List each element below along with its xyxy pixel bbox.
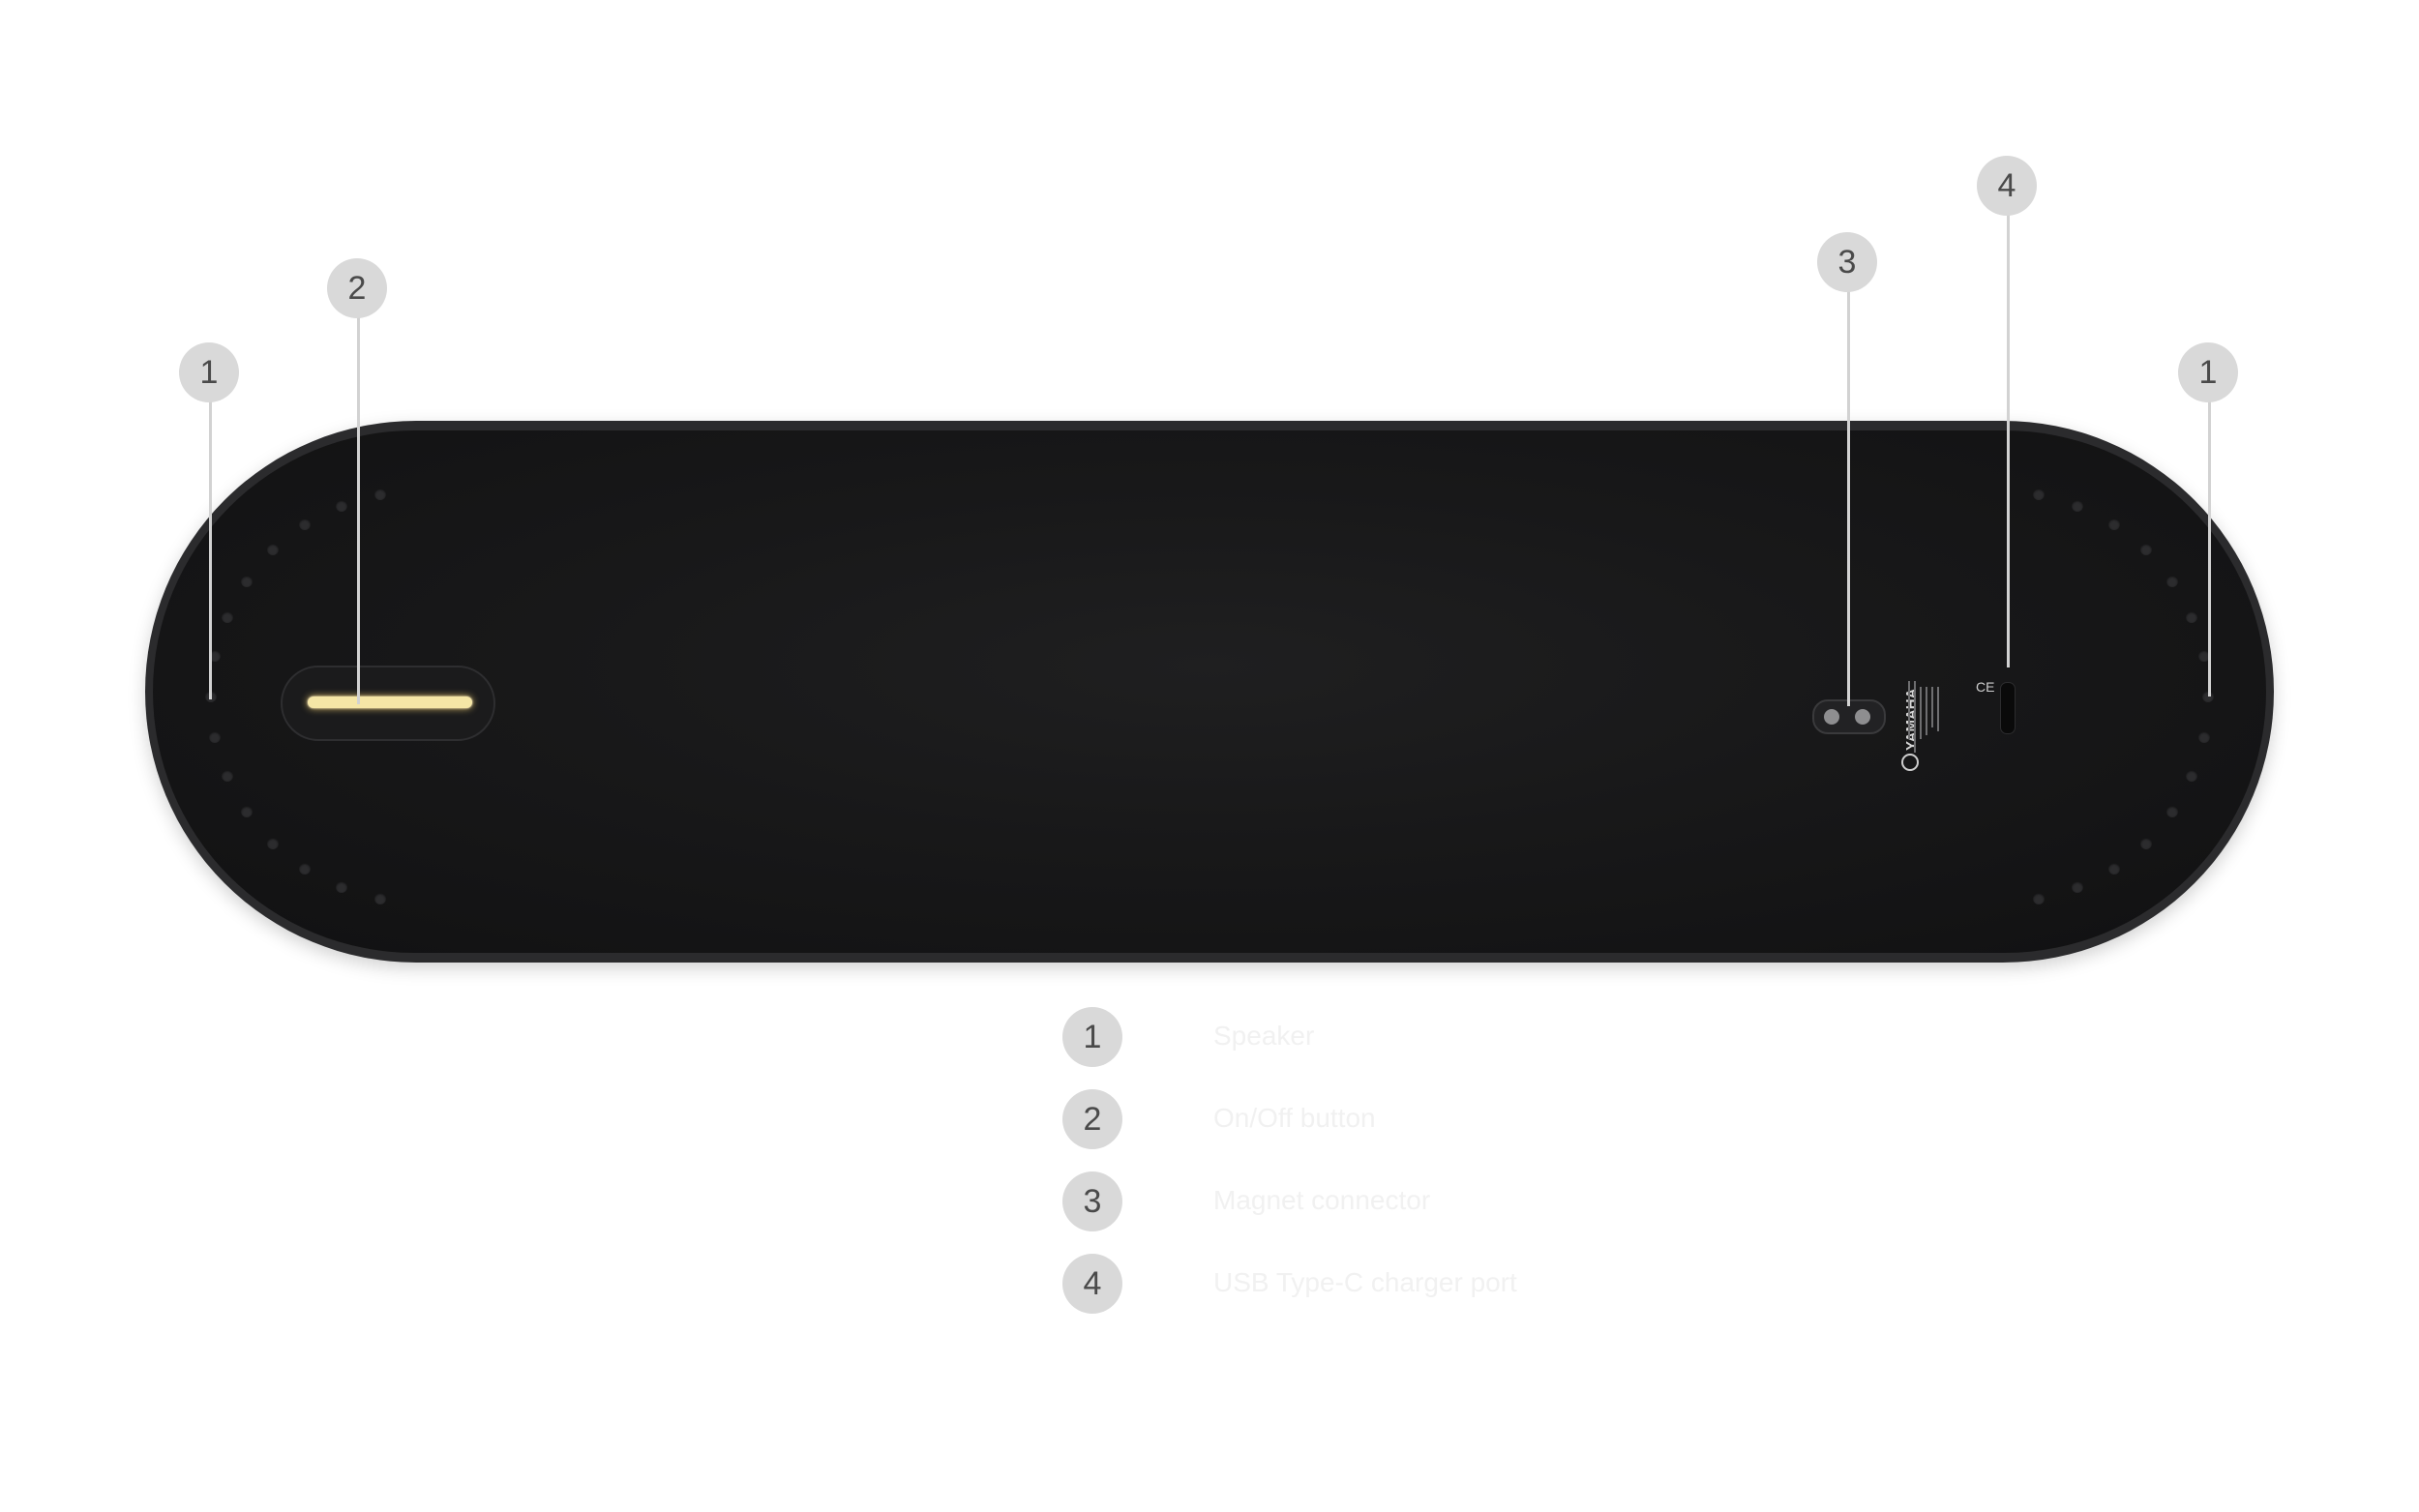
speaker-grille-dot [2186, 770, 2198, 783]
callout-line [2007, 215, 2010, 667]
speaker-grille-dot [2140, 544, 2153, 556]
callout-line [209, 401, 212, 699]
speaker-grille-dot [209, 649, 222, 662]
speaker-grille-dot [2166, 575, 2179, 587]
callout-on-off-button: 2 [327, 258, 387, 318]
speaker-grille-dot [335, 499, 347, 512]
speaker-grille-dot [209, 731, 222, 743]
callout-line [1847, 290, 1850, 706]
legend-number: 3 [1062, 1171, 1122, 1231]
ce-text: CE [1976, 679, 1994, 695]
speaker-grille-dot [240, 575, 253, 587]
speaker-grille-dot [374, 489, 387, 501]
callout-speaker-left: 1 [179, 342, 239, 402]
speaker-grille-dot [2108, 518, 2121, 530]
speaker-grille-dot [2032, 489, 2045, 501]
on-off-button [281, 666, 495, 741]
speaker-grille-dot [374, 892, 387, 904]
callout-speaker-right: 1 [2178, 342, 2238, 402]
speaker-grille-dot [2072, 499, 2084, 512]
speaker-grille-dot [2202, 691, 2214, 702]
speaker-grille-dot [2032, 892, 2045, 904]
speaker-grille-dot [298, 518, 311, 530]
legend-label: USB Type-C charger port [1213, 1267, 1517, 1297]
connector-pin [1824, 709, 1839, 725]
speaker-grille-dot [2166, 806, 2179, 818]
legend-number: 2 [1062, 1089, 1122, 1149]
legend-number: 1 [1062, 1007, 1122, 1067]
legend-label: On/Off button [1213, 1103, 1376, 1133]
legend-label: Magnet connector [1213, 1185, 1431, 1215]
speaker-grille-dot [266, 544, 279, 556]
speaker-grille-dot [2197, 731, 2210, 743]
power-indicator-light [308, 697, 472, 708]
speaker-grille-dot [266, 837, 279, 849]
speaker-grille-dot [2072, 881, 2084, 894]
speaker-grille-dot [240, 806, 253, 818]
speaker-grille-dot [2186, 610, 2198, 623]
legend-number: 4 [1062, 1254, 1122, 1314]
speaker-grille-dot [2140, 837, 2153, 849]
callout-magnet-connector: 3 [1817, 232, 1877, 292]
ce-mark-icon: CE [1976, 679, 1994, 695]
regulatory-label-icon [1908, 681, 1939, 753]
speaker-grille-dot [2197, 649, 2210, 662]
callout-line [357, 315, 360, 704]
legend-label: Speaker [1213, 1021, 1315, 1051]
callout-line [2208, 401, 2211, 697]
speaker-grille-dot [221, 770, 233, 783]
callout-usb-port: 4 [1977, 156, 2037, 216]
usb-type-c-port [2000, 682, 2016, 734]
speaker-grille-dot [221, 610, 233, 623]
speaker-grille-dot [335, 881, 347, 894]
speaker-grille-dot [2108, 863, 2121, 875]
speaker-grille-dot [298, 863, 311, 875]
connector-pin [1855, 709, 1870, 725]
